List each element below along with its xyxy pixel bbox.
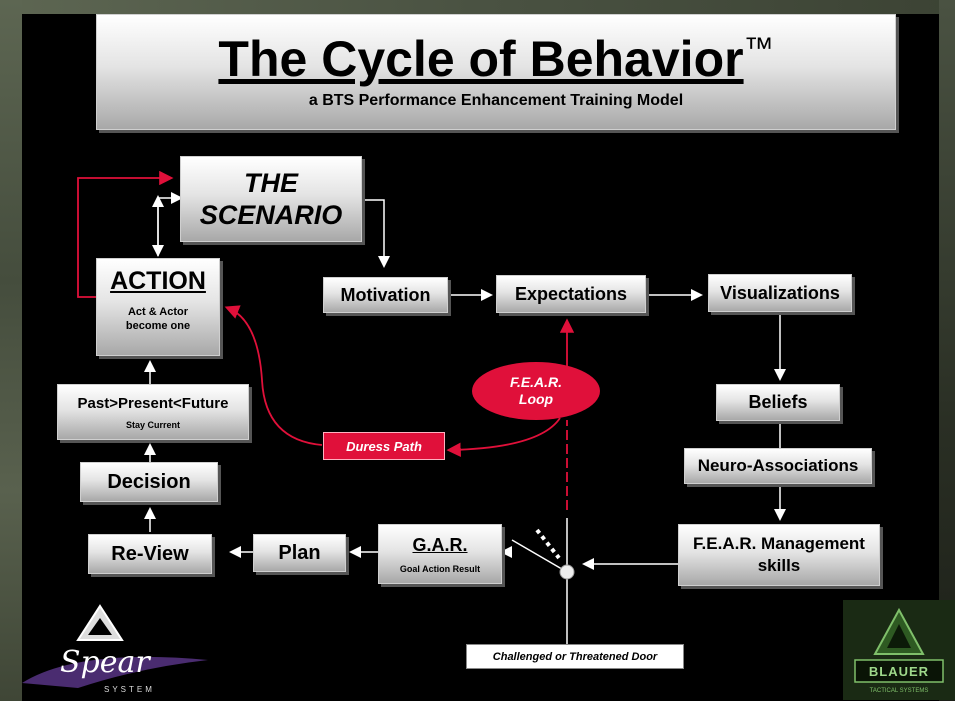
action-title: ACTION [110, 267, 206, 295]
node-fear-loop: F.E.A.R. Loop [472, 362, 600, 420]
node-fear-management: F.E.A.R. Management skills [678, 524, 880, 586]
diagram-subtitle: a BTS Performance Enhancement Training M… [308, 92, 684, 109]
node-past-present-future: Past>Present<Future Stay Current [57, 384, 249, 440]
red-loop-action-scenario [77, 170, 174, 298]
spear-logo-sub: SYSTEM [104, 685, 155, 694]
duress-label: Duress Path [346, 438, 422, 454]
node-door-label: Challenged or Threatened Door [466, 644, 684, 669]
stone-border-left [0, 0, 22, 701]
blauer-logo-sub: TACTICAL SYSTEMS [870, 688, 929, 694]
plan-label: Plan [278, 541, 321, 564]
review-label: Re-View [111, 542, 189, 565]
motivation-label: Motivation [340, 284, 431, 305]
door-swing [535, 528, 561, 560]
node-review: Re-View [88, 534, 212, 574]
stone-border-right [939, 0, 955, 701]
action-sub1: Act & Actor [127, 306, 189, 318]
arrow-scenario-motivation [362, 199, 390, 268]
node-expectations: Expectations [496, 275, 646, 313]
gar-title: G.A.R. [412, 534, 468, 555]
gar-sub: Goal Action Result [399, 563, 481, 574]
red-loop-to-duress [446, 417, 561, 457]
past-title: Past>Present<Future [77, 394, 229, 412]
fear-loop-line1: F.E.A.R. [509, 373, 563, 390]
node-plan: Plan [253, 534, 346, 572]
expectations-label: Expectations [514, 283, 628, 304]
door-label-text: Challenged or Threatened Door [492, 650, 658, 663]
node-action: ACTION Act & Actor become one [96, 258, 220, 356]
node-motivation: Motivation [323, 277, 448, 313]
fear-management-line2: skills [757, 556, 801, 575]
node-neuro-associations: Neuro-Associations [684, 448, 872, 484]
blauer-logo-word: BLAUER [869, 664, 929, 679]
scenario-line1: THE [244, 167, 298, 198]
node-duress-path: Duress Path [323, 432, 445, 460]
visualizations-label: Visualizations [720, 282, 840, 303]
door-leaf [511, 539, 568, 573]
node-scenario: THE SCENARIO [180, 156, 362, 242]
title-panel: The Cycle of Behavior™ a BTS Performance… [96, 14, 896, 130]
fear-loop-line2: Loop [518, 391, 554, 407]
door-hinge [559, 564, 575, 580]
node-gar: G.A.R. Goal Action Result [378, 524, 502, 584]
neuro-label: Neuro-Associations [697, 456, 859, 475]
stone-border-top [0, 0, 955, 14]
past-sub: Stay Current [125, 419, 180, 430]
scenario-line2: SCENARIO [199, 200, 343, 230]
beliefs-label: Beliefs [748, 392, 808, 412]
node-beliefs: Beliefs [716, 384, 840, 421]
spear-logo-word: Spear [60, 645, 151, 680]
fear-management-line1: F.E.A.R. Management [693, 534, 865, 553]
spear-system-logo: Spear SYSTEM [22, 604, 208, 694]
red-duress-to-action [224, 305, 323, 446]
trademark-symbol: ™ [743, 32, 774, 65]
blauer-logo: BLAUER TACTICAL SYSTEMS [843, 600, 955, 700]
node-visualizations: Visualizations [708, 274, 852, 312]
node-decision: Decision [80, 462, 218, 502]
decision-label: Decision [107, 470, 191, 493]
diagram-title: The Cycle of Behavior [218, 31, 744, 87]
action-sub2: become one [125, 320, 191, 332]
